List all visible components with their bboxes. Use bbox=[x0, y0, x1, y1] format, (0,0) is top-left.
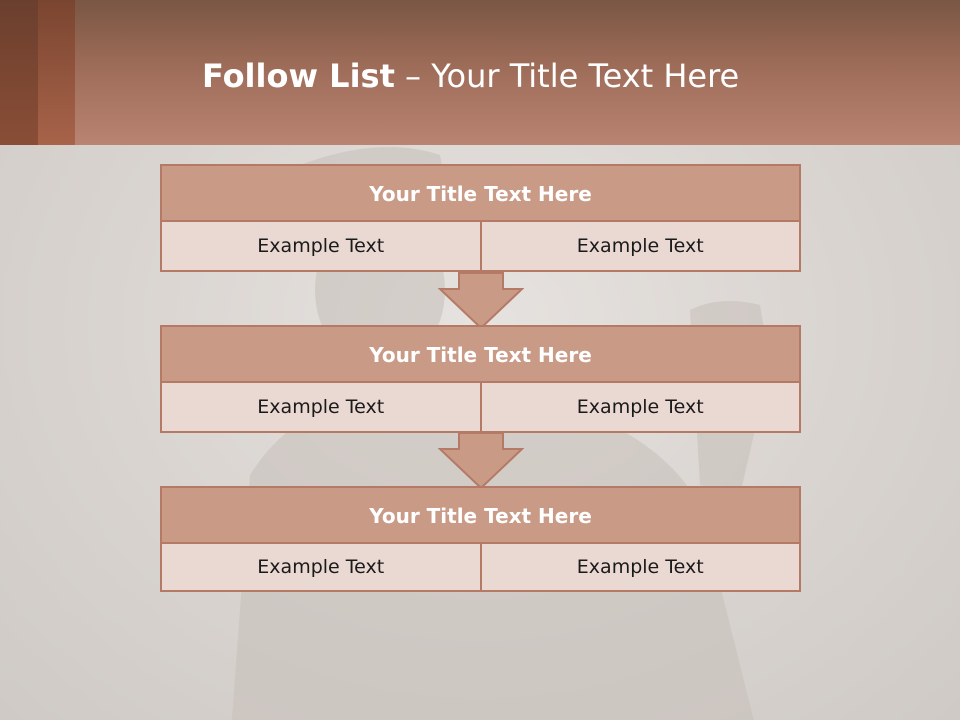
header-accent-stripe bbox=[38, 0, 75, 145]
block-cell-right: Example Text bbox=[479, 383, 800, 431]
list-block-1: Your Title Text Here Example Text Exampl… bbox=[160, 164, 801, 272]
header-accent-stripe bbox=[0, 0, 38, 145]
list-block-3: Your Title Text Here Example Text Exampl… bbox=[160, 486, 801, 592]
block-cell-right: Example Text bbox=[479, 222, 800, 270]
block-title: Your Title Text Here bbox=[162, 488, 799, 544]
block-title: Your Title Text Here bbox=[162, 327, 799, 383]
block-title: Your Title Text Here bbox=[162, 166, 799, 222]
slide-title: Follow List – Your Title Text Here bbox=[202, 54, 739, 98]
block-cell-left: Example Text bbox=[257, 235, 385, 257]
down-arrow-icon bbox=[438, 272, 524, 330]
down-arrow-icon bbox=[438, 432, 524, 490]
block-cell-left: Example Text bbox=[257, 556, 385, 578]
header-band: Follow List – Your Title Text Here bbox=[0, 0, 960, 145]
list-block-2: Your Title Text Here Example Text Exampl… bbox=[160, 325, 801, 433]
block-cell-right: Example Text bbox=[479, 544, 800, 590]
slide-title-rest: – Your Title Text Here bbox=[394, 57, 740, 95]
slide-title-bold: Follow List bbox=[202, 57, 395, 95]
block-cell-left: Example Text bbox=[257, 396, 385, 418]
